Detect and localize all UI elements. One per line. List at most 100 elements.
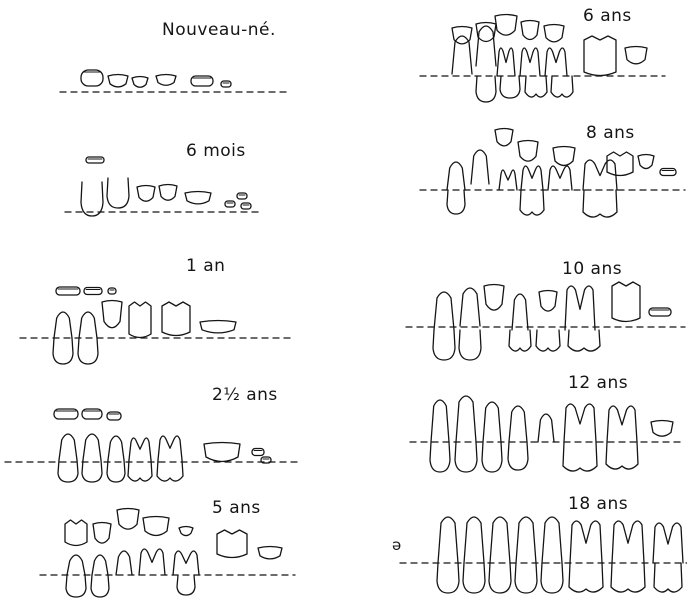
tooth-8y-root-b [521,166,543,190]
tooth-10y-perm-1 [434,292,454,330]
tooth-6y-germ [625,47,647,64]
tooth-25-molar-crown-1 [128,460,152,481]
tooth-6y-crown-down-1 [476,76,496,102]
tooth-6m-canine-crown [137,186,155,202]
tooth-18y-root-3 [490,517,510,563]
tooth-germ-newborn-4 [156,75,176,86]
tooth-10y-perm-3 [512,294,528,330]
tooth-10y-crown-3 [484,285,504,311]
tooth-5y-root-2 [92,555,108,575]
tooth-12y-molar-crown-2 [606,442,638,469]
tooth-5y-perm-germ-1 [65,520,87,546]
tooth-8y-crown-1 [447,190,465,214]
tooth-25-crown-2 [82,460,102,482]
tooth-6y-crown-3 [495,15,517,36]
tooth-5y-crown-1 [66,575,86,597]
tooth-5y-perm-germ-3 [117,509,139,530]
tooth-germ-6m-a [225,201,235,207]
tooth-8y-germ-1 [638,155,654,169]
tooth-6m-incisor-1 [81,182,103,216]
tooth-18y-root-2 [464,517,484,563]
tooth-18y-molar-root-1 [570,521,602,563]
tooth-8y-crown-3 [518,141,538,162]
tooth-6y-crown-1 [452,27,472,44]
tooth-germ-newborn-6 [221,81,231,87]
tooth-12y-perm-3 [483,402,501,442]
tooth-25-crown-3 [107,460,125,482]
tooth-12y-crown-3 [482,442,502,472]
tooth-germ-10y [649,308,671,316]
tooth-germ-6m-b [237,193,247,199]
tooth-1y-incisor-root-1 [54,312,72,338]
tooth-germ-25-5 [261,457,271,463]
tooth-germ-1y-2 [84,288,102,295]
tooth-6y-crown-4 [521,21,539,40]
tooth-germ-1y-1 [56,287,80,295]
tooth-18y-molar-crown-3 [654,563,682,592]
tooth-10y-crown-down-3 [568,330,600,351]
tooth-germ-25-1 [54,409,78,419]
tooth-18y-crown-3 [489,563,511,593]
tooth-8y-perm-1 [447,162,465,190]
tooth-1y-incisor-crown-2 [78,338,98,364]
tooth-10y-crown-down-2 [536,330,560,351]
tooth-5y-perm-molar-germ [217,530,247,558]
tooth-1y-molar-2 [162,302,190,336]
tooth-25-molar-root-1 [129,438,151,460]
tooth-germ-8y-2 [660,169,676,176]
tooth-18y-crown-5 [541,563,563,593]
tooth-6y-crown-5 [544,25,564,42]
tooth-8y-crown-2 [495,129,513,146]
tooth-10y-crown-down-1 [509,330,531,351]
tooth-5y-perm-germ-2 [93,523,111,544]
tooth-6m-molar-crown-2 [185,192,211,204]
tooth-5y-molar-root-2 [173,551,199,575]
tooth-25-root-2 [83,434,101,460]
tooth-8y-molar-block [607,152,633,176]
tooth-12y-molar-root-2 [607,406,637,442]
tooth-18y-root-4 [516,517,536,563]
tooth-12y-perm-4 [509,406,527,442]
tooth-8y-crown-down-2 [583,190,617,217]
tooth-5y-perm-germ-6 [258,547,282,559]
tooth-6y-perm-1 [452,36,472,74]
tooth-8y-root-a [499,170,517,190]
tooth-12y-molar-root-1 [564,404,596,442]
tooth-10y-perm-2 [460,288,480,326]
tooth-6y-root-a [497,48,515,76]
tooth-18y-root-5 [542,517,562,563]
tooth-25-molar-germ [204,443,240,462]
tooth-germ-25-2 [82,409,102,419]
tooth-18y-root-1 [438,517,458,563]
tooth-1y-incisor-root-2 [79,312,97,338]
tooth-18y-molar-root-3 [653,523,683,563]
tooth-6y-perm-2 [476,26,496,66]
tooth-6m-incisor-2 [107,178,129,208]
tooth-1y-crown-germ [200,321,236,333]
tooth-8y-perm-2 [471,150,489,184]
tooth-10y-crown-2 [459,330,481,360]
tooth-6y-crown-down-3 [525,76,547,97]
tooth-5y-root-3 [116,551,132,575]
tooth-5y-crown-3 [177,575,195,595]
tooth-8y-crown-4 [553,147,575,166]
tooth-12y-perm-5 [538,414,554,442]
tooth-germ-newborn-2 [108,75,128,87]
tooth-5y-root-1 [67,555,85,575]
tooth-18y-molar-crown-1 [569,563,603,592]
tooth-1y-molar-1 [129,302,151,338]
tooth-germ-6m-c [241,203,251,209]
tooth-1y-canine [102,301,122,328]
tooth-10y-molar-root-1 [565,286,595,330]
tooth-12y-crown-1 [430,442,450,472]
tooth-25-molar-crown-2 [157,460,183,481]
tooth-5y-perm-germ-5 [179,527,193,536]
tooth-12y-molar-crown-1 [563,442,597,471]
tooth-10y-crown-4 [539,291,557,312]
tooth-6y-crown-down-4 [551,76,573,97]
tooth-12y-perm-1 [431,400,449,442]
tooth-18y-crown-1 [437,563,459,593]
tooth-6m-molar-crown-1 [159,185,177,201]
